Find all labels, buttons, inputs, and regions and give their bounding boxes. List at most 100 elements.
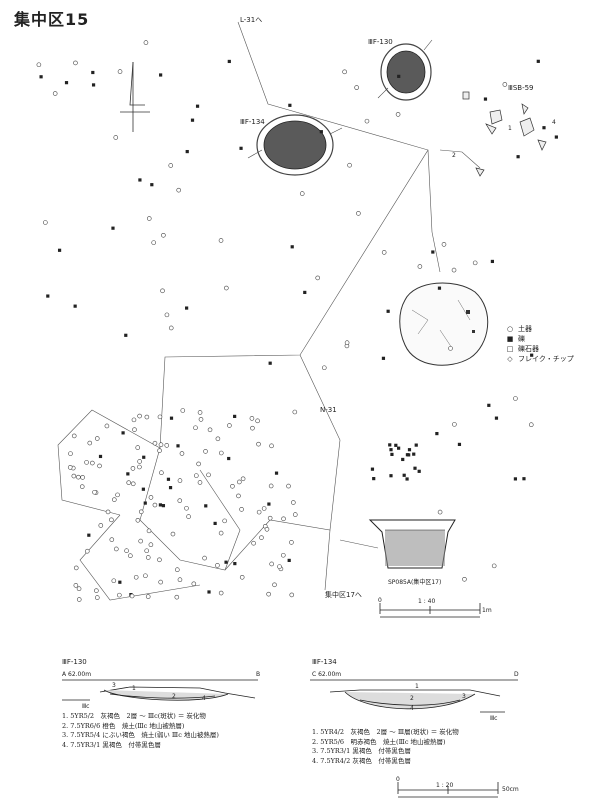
pottery-marker <box>364 118 370 124</box>
pottery-marker <box>291 500 296 505</box>
pottery-marker <box>342 69 347 75</box>
pottery-marker <box>71 433 77 439</box>
gravel-marker <box>402 473 406 477</box>
pottery-marker <box>315 275 321 281</box>
pottery-marker <box>146 528 152 534</box>
pottery-marker <box>191 581 197 587</box>
gravel-marker <box>159 73 163 77</box>
pottery-marker <box>164 312 170 318</box>
pottery-marker <box>239 507 244 512</box>
section1-num-3: 2 <box>172 693 176 700</box>
gravel-marker <box>46 294 50 298</box>
gravel-marker <box>417 469 421 473</box>
pottery-marker <box>249 416 255 421</box>
gravel-marker <box>290 245 294 249</box>
gravel-marker <box>490 259 495 264</box>
finds-layer <box>36 40 558 602</box>
pottery-marker <box>94 595 100 600</box>
gravel-marker <box>487 403 491 407</box>
gravel-marker <box>169 416 174 420</box>
scale-main-zero: 0 <box>378 597 382 604</box>
stone-tool-drawing <box>399 282 489 366</box>
gravel-marker <box>542 126 546 130</box>
gravel-marker <box>161 504 166 508</box>
pottery-marker <box>94 588 99 593</box>
pottery-marker <box>104 423 110 429</box>
pottery-marker <box>133 574 139 580</box>
pottery-marker <box>437 509 443 515</box>
pottery-marker <box>111 578 117 584</box>
pottery-symbol-icon: ○ <box>506 325 514 333</box>
gravel-marker <box>98 454 103 459</box>
legend-label: 土器 <box>518 325 532 333</box>
pottery-marker <box>448 346 453 351</box>
gravel-marker <box>190 118 195 122</box>
label-fragment-1: 1 <box>508 125 512 132</box>
section1-layer: Ⅲc <box>82 703 89 710</box>
pottery-marker <box>344 340 350 346</box>
pottery-marker <box>117 69 123 74</box>
pottery-marker <box>261 506 267 511</box>
gravel-marker <box>513 477 518 481</box>
pottery-marker <box>132 427 137 432</box>
label-to17: 集中区17へ <box>325 590 362 599</box>
pottery-marker <box>76 586 82 592</box>
pottery-marker <box>237 479 242 485</box>
gravel-marker <box>73 304 77 308</box>
gravel-marker <box>388 443 392 447</box>
pottery-marker <box>193 425 198 431</box>
sb59-fragments <box>462 91 547 177</box>
gravel-marker <box>389 448 393 452</box>
pottery-marker <box>218 450 224 456</box>
pottery-marker <box>491 563 497 569</box>
pottery-marker <box>268 483 274 489</box>
gravel-marker <box>87 533 91 537</box>
pottery-marker <box>130 466 136 471</box>
pottery-marker <box>137 413 142 419</box>
pottery-marker <box>206 472 211 478</box>
section-f130 <box>62 679 258 701</box>
pottery-marker <box>145 555 151 560</box>
section2-name: ⅢF-134 <box>312 658 337 666</box>
gravel-marker <box>274 471 279 475</box>
gravel-marker <box>554 135 558 139</box>
gravel-marker <box>126 472 130 476</box>
gravel-marker <box>303 290 307 295</box>
note-line: 4. 7.5YR3/1 黒褐色 付帯黒色層 <box>62 740 161 749</box>
note-line: 3. 7.5YR5/4 にぶい褐色 焼土(弱い Ⅲc 地山被熱層) <box>62 731 219 739</box>
pottery-marker <box>239 575 245 580</box>
section2-num-1: 1 <box>415 683 419 690</box>
pottery-marker <box>286 483 291 489</box>
pottery-marker <box>137 464 142 470</box>
gravel-marker <box>483 97 488 101</box>
gravel-marker <box>233 561 237 566</box>
gravel-marker <box>370 467 375 471</box>
pit-f134 <box>247 114 343 176</box>
gravel-marker <box>57 248 62 252</box>
gravel-marker <box>407 448 412 452</box>
pottery-marker <box>177 498 183 503</box>
gravel-marker <box>405 477 409 481</box>
pottery-marker <box>138 538 143 544</box>
gravel-marker <box>124 333 128 337</box>
pottery-marker <box>143 573 148 579</box>
gravel-marker <box>185 306 189 310</box>
label-f134: ⅢF-134 <box>240 118 265 126</box>
refit-lines <box>57 21 481 601</box>
pottery-marker <box>128 553 133 559</box>
scale-bar-section <box>397 782 499 798</box>
pottery-marker <box>502 82 508 87</box>
pottery-marker <box>143 40 149 45</box>
pottery-marker <box>218 530 224 536</box>
section2-layer: Ⅲc <box>490 715 497 722</box>
section2-end: D <box>514 671 519 678</box>
pottery-marker <box>117 592 122 598</box>
pottery-marker <box>240 476 246 482</box>
pottery-marker <box>152 440 158 446</box>
gravel-marker <box>227 456 231 461</box>
legend-label: 礫 <box>518 335 525 343</box>
section-f134 <box>310 679 518 713</box>
pottery-marker <box>184 505 189 511</box>
pottery-marker <box>259 535 264 540</box>
